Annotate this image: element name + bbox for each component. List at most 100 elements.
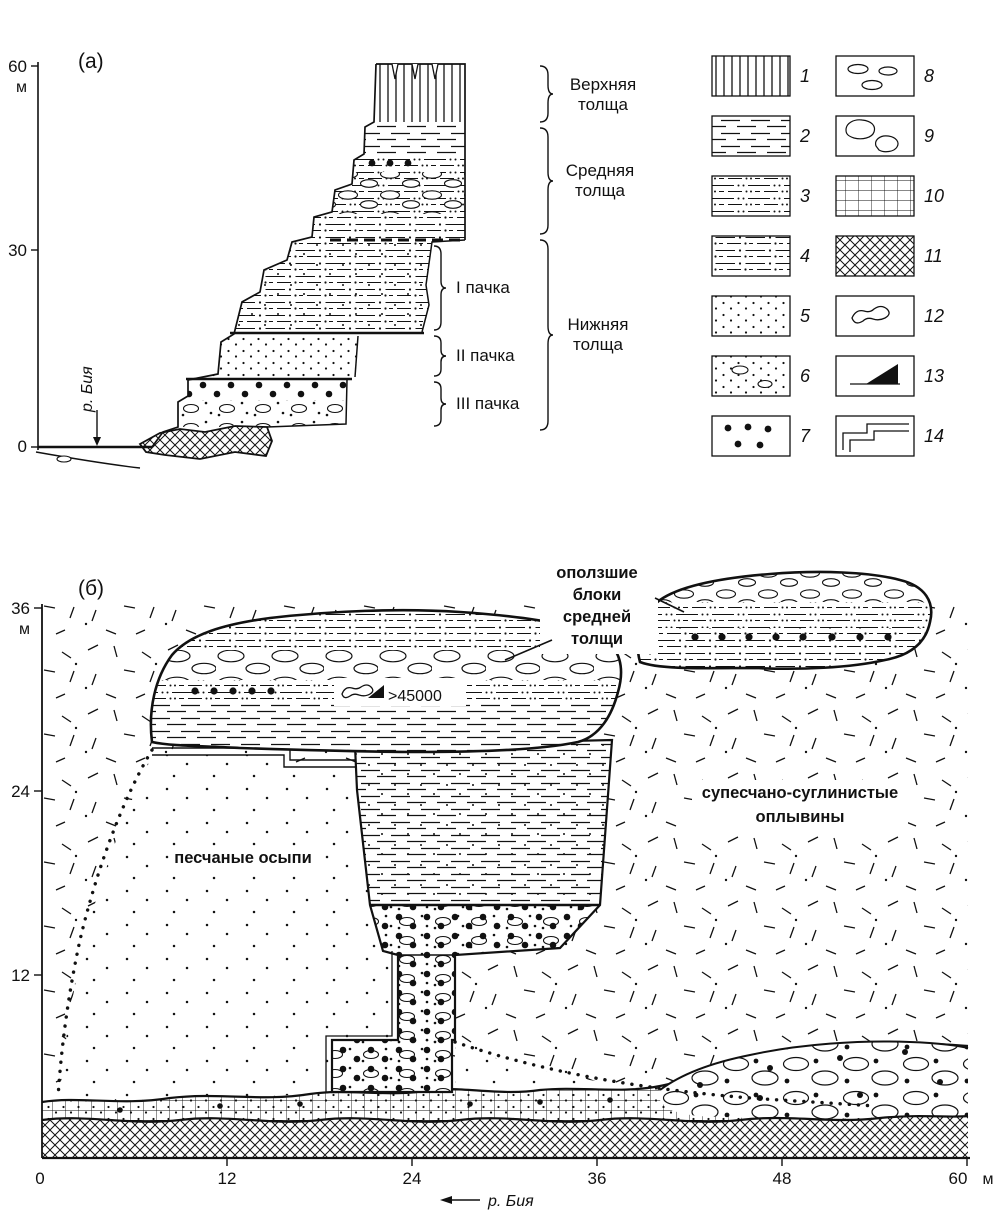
legend-swatch-11 [835,235,915,277]
brace-upper [539,65,554,123]
a-y-unit: м [16,79,27,96]
legend-swatch-1 [711,55,791,97]
legend-num-2: 2 [799,126,810,146]
b-tick-12: 12 [11,966,30,985]
b-xtick-48: 48 [773,1169,792,1188]
legend-swatch-2 [711,115,791,157]
dotted-boundary-left [56,748,154,1100]
brace-pack3 [433,381,447,427]
legend-item-7: 7 [711,415,811,457]
legend-num-4: 4 [800,246,810,266]
cliff-outline [38,63,466,449]
legend-item-2: 2 [711,115,810,157]
legend-item-8: 8 [835,55,934,97]
a-tick-30: 30 [8,241,27,260]
slump-label-2: блоки [573,586,622,604]
b-tick-36: 36 [11,599,30,618]
b-y-unit: м [19,621,30,638]
b-xtick-36: 36 [588,1169,607,1188]
label-upper-1: Верхняя [570,75,636,94]
legend-num-12: 12 [924,306,944,326]
legend-swatch-8 [835,55,915,97]
legend-num-8: 8 [924,66,934,86]
panel-b-axes: 36 м 24 12 0 12 24 36 48 60 м [11,599,993,1188]
legend-swatch-5 [711,295,791,337]
annotation-slump-blocks: оползшие блоки средней толщи [504,560,685,661]
leader-line-right [654,597,685,613]
legend-num-9: 9 [924,126,934,146]
river-biya-b: р. Бия [440,1193,534,1210]
legend-item-5: 5 [711,295,811,337]
river-biya-a: р. Бия [79,366,101,446]
a-tick-0: 0 [18,437,27,456]
leader-line-left [504,639,553,661]
legend-item-11: 11 [835,235,943,277]
sand-scree-label: песчаные осыпи [174,849,312,867]
legend: 1 2 3 4 5 6 7 [711,55,944,457]
brace-lower [539,239,554,431]
legend-item-1: 1 [711,55,810,97]
legend-item-4: 4 [711,235,810,277]
legend-swatch-10 [835,175,915,217]
brace-middle [539,127,554,235]
panel-a-label: (а) [78,50,104,73]
legend-num-7: 7 [800,426,811,446]
legend-num-3: 3 [800,186,810,206]
annotation-earthflows: супесчано-суглинистые оплывины [692,780,908,830]
earthflow-label-1: супесчано-суглинистые [702,784,898,802]
b-xtick-24: 24 [403,1169,422,1188]
boulder-lens [659,1040,969,1119]
legend-item-3: 3 [711,175,810,217]
b-xtick-12: 12 [218,1169,237,1188]
legend-item-6: 6 [711,355,811,397]
legend-swatch-13 [835,355,915,397]
slump-block-right [636,570,933,671]
b-origin: 0 [35,1169,44,1188]
fossil-icon [341,684,374,699]
panel-a-y-axis: 60 м 30 0 [8,57,39,456]
strata-brackets [433,65,554,431]
dotted-boundary-right [453,1040,878,1108]
earthflow-label-2: оплывины [756,808,845,826]
legend-item-13: 13 [835,355,944,397]
legend-swatch-12 [835,295,915,337]
river-label-a: р. Бия [79,366,96,413]
legend-swatch-4 [711,235,791,277]
label-pack1: I пачка [456,278,510,297]
legend-swatch-9 [835,115,915,157]
legend-swatch-3 [711,175,791,217]
slump-boundary-lower [325,951,393,1092]
a-tick-60: 60 [8,57,27,76]
panel-b-label: (б) [78,577,104,600]
legend-item-9: 9 [835,115,934,157]
central-column [325,738,614,1094]
slump-label-4: толщи [571,630,623,648]
bedrock-a [35,425,273,469]
legend-item-12: 12 [835,295,944,337]
b-tick-24: 24 [11,782,30,801]
panel-a: (а) 60 м 30 0 [8,50,636,469]
river-label-b: р. Бия [487,1193,534,1210]
legend-num-5: 5 [800,306,811,326]
brace-pack1 [433,245,447,331]
b-xtick-60: 60 [949,1169,968,1188]
label-upper-2: толща [578,95,629,114]
age-label: >45000 [388,688,442,705]
label-pack3: III пачка [456,394,520,413]
label-middle-1: Средняя [566,161,635,180]
legend-num-10: 10 [924,186,944,206]
label-pack2: II пачка [456,346,515,365]
strata-bracket-labels: Верхняя толща Средняя толща Нижняя толща… [456,75,636,413]
annotation-sand-scree: песчаные осыпи [170,846,316,870]
legend-swatch-6 [711,355,791,397]
legend-swatch-7 [711,415,791,457]
panel-b: (б) [11,560,994,1210]
slump-label-3: средней [563,608,631,626]
label-lower-2: толща [573,335,624,354]
legend-num-6: 6 [800,366,811,386]
legend-item-10: 10 [835,175,944,217]
brace-pack2 [433,335,447,377]
legend-swatch-14 [835,415,915,457]
